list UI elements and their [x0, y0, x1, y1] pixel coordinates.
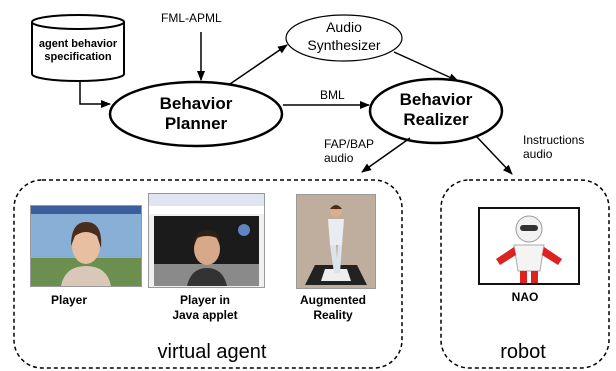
behavior-planner-node [108, 80, 284, 148]
audio-to-realizer-arrow [393, 51, 459, 82]
augmented-reality-thumbnail [296, 194, 376, 289]
spec-cylinder [31, 14, 125, 82]
virtual-agent-group [13, 179, 403, 369]
spec-label-line1: agent behavior [38, 38, 118, 50]
bml-label: BML [320, 88, 345, 102]
planner-label-line1: Behavior [159, 94, 233, 113]
fap-label-line2: audio [324, 151, 354, 165]
robot-label: robot [500, 341, 546, 363]
fap-arrow [361, 137, 411, 173]
nao-robot-thumbnail [478, 207, 580, 285]
audio-label-line2: Synthesizer [307, 37, 381, 53]
player-thumbnail [30, 205, 142, 287]
fml-apml-label: FML-APML [161, 11, 222, 25]
audio-label-line1: Audio [326, 19, 362, 35]
behavior-realizer-node [368, 77, 504, 145]
fap-label-line1: FAP/BAP [324, 137, 375, 151]
spec-label-line2: specification [44, 51, 112, 63]
realizer-label-line1: Behavior [399, 90, 473, 109]
robot-group [440, 179, 610, 369]
realizer-label-line2: Realizer [403, 110, 469, 129]
applet-caption-line2: Java applet [172, 308, 238, 322]
planner-to-audio-arrow [229, 44, 288, 85]
instructions-label-line1: Instructions [523, 133, 585, 147]
planner-label-line2: Planner [164, 114, 228, 133]
spec-to-planner-arrow [79, 81, 111, 108]
instructions-arrow [475, 135, 513, 175]
player-caption: Player [50, 293, 88, 307]
ar-caption-line1: Augmented [300, 293, 366, 307]
ar-caption-line2: Reality [313, 308, 353, 322]
virtual-agent-label: virtual agent [157, 341, 267, 363]
instructions-label-line2: audio [523, 147, 553, 161]
audio-synthesizer-node [285, 14, 403, 62]
nao-caption: NAO [511, 290, 539, 304]
applet-caption-line1: Player in [179, 293, 231, 307]
java-applet-thumbnail [148, 193, 265, 288]
